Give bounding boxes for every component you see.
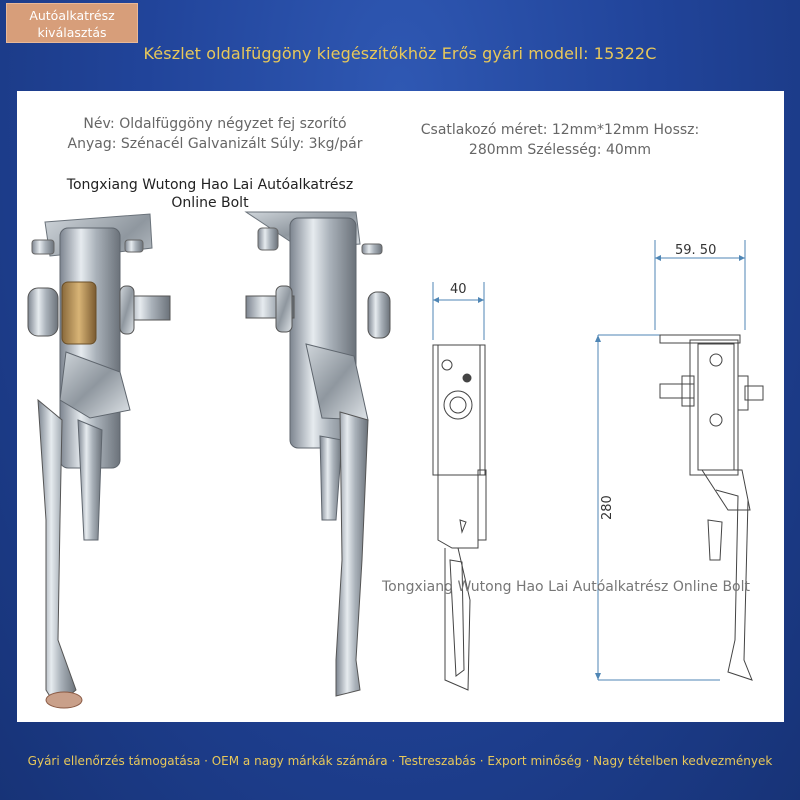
shop-name-line-1: Tongxiang Wutong Hao Lai Autóalkatrész xyxy=(66,177,354,193)
spec-name: Név: Oldalfüggöny négyzet fej szorító xyxy=(83,116,347,132)
product-panel xyxy=(17,91,784,722)
spec-size: 280mm Szélesség: 40mm xyxy=(468,142,652,158)
clamp-photo-front xyxy=(27,213,171,709)
dimension-offset: 59. 50 xyxy=(675,243,716,258)
dimension-width: 40 xyxy=(450,282,467,297)
technical-drawing-side xyxy=(595,240,764,681)
footer-features: Gyári ellenőrzés támogatása · OEM a nagy… xyxy=(27,754,773,768)
spec-material: Anyag: Szénacél Galvanizált Súly: 3kg/pá… xyxy=(67,136,363,152)
spec-right: Csatlakozó méret: 12mm*12mm Hossz: 280mm… xyxy=(400,120,720,160)
shop-name-line-2: Online Bolt xyxy=(171,195,249,211)
dimension-length: 280 xyxy=(600,495,615,520)
page-title: Készlet oldalfüggöny kiegészítőkhöz Erős… xyxy=(143,44,657,63)
category-badge[interactable]: Autóalkatrész kiválasztás xyxy=(6,3,138,43)
shop-watermark-top: Tongxiang Wutong Hao Lai Autóalkatrész O… xyxy=(40,176,380,212)
spec-left: Név: Oldalfüggöny négyzet fej szorító An… xyxy=(20,114,410,154)
badge-line-2: kiválasztás xyxy=(37,25,107,40)
badge-line-1: Autóalkatrész xyxy=(29,8,115,23)
shop-watermark-middle: Tongxiang Wutong Hao Lai Autóalkatrész O… xyxy=(382,579,750,595)
spec-connector: Csatlakozó méret: 12mm*12mm Hossz: xyxy=(420,122,700,138)
technical-drawing-front xyxy=(432,282,487,691)
clamp-photo-side xyxy=(244,211,391,697)
